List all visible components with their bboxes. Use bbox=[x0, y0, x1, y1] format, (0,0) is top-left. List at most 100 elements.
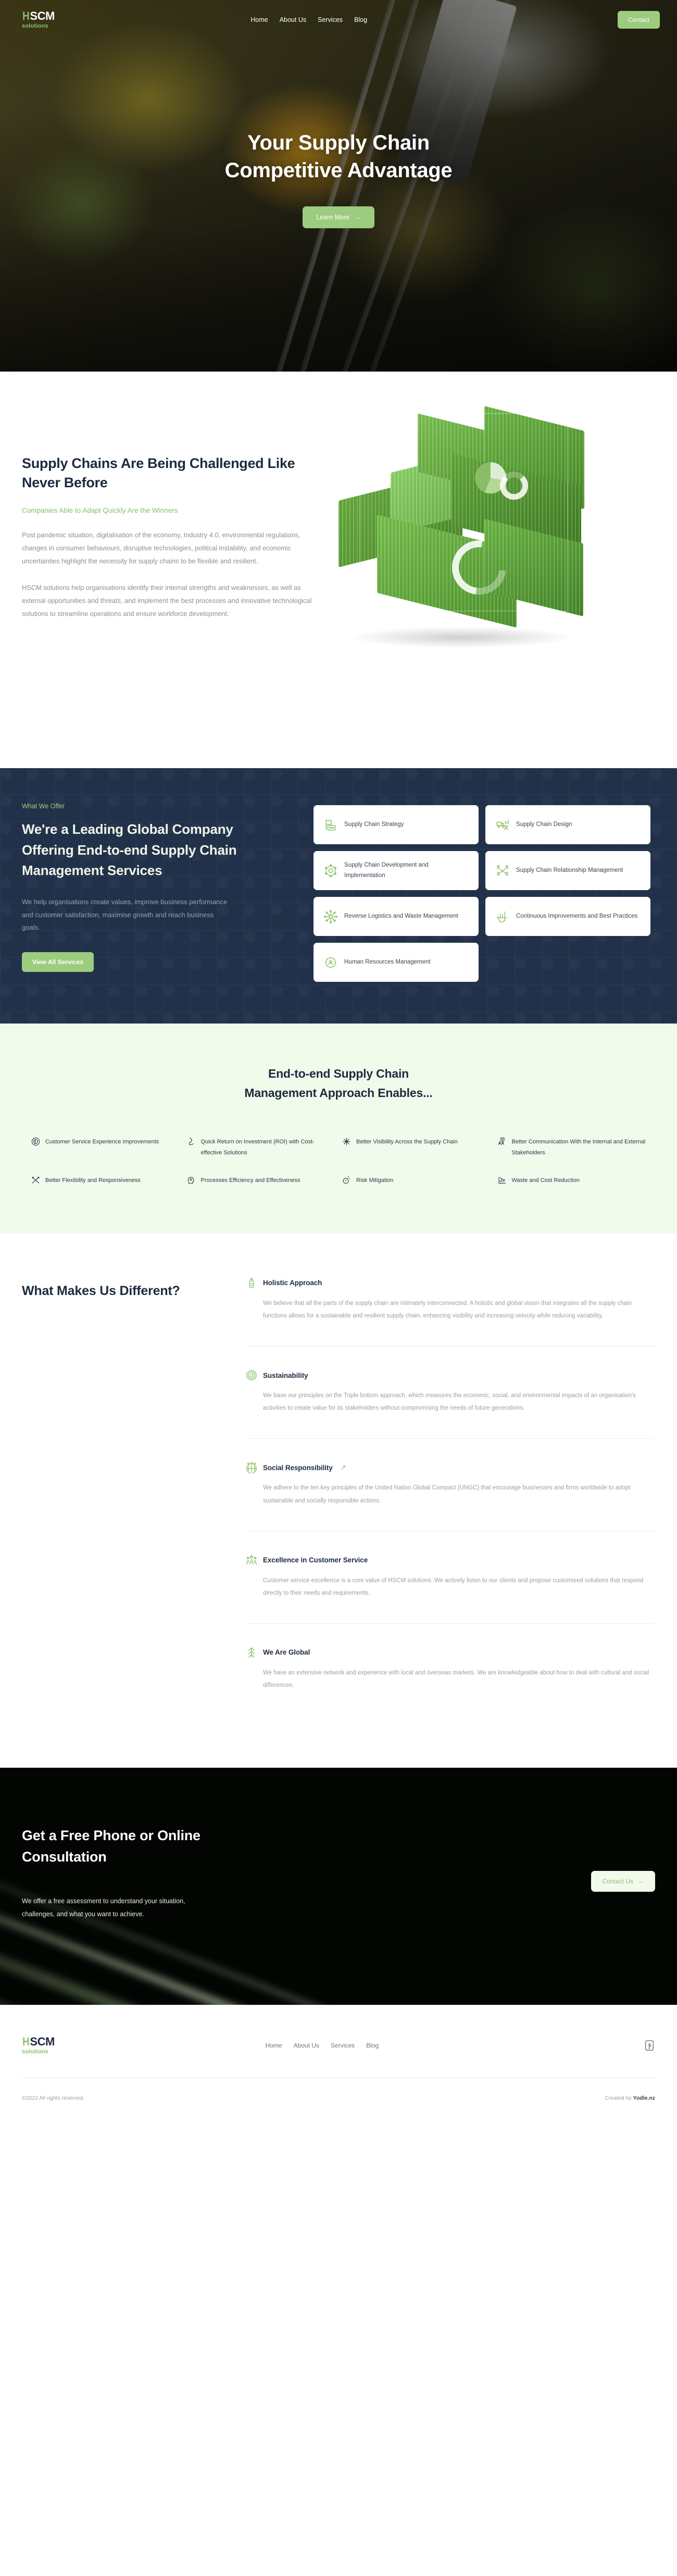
arrow-right-icon: → bbox=[354, 213, 361, 221]
truck-chart-icon bbox=[496, 818, 509, 832]
people-board-icon bbox=[498, 1137, 507, 1146]
enable-item-quick-roi: Quick Return on Investment (ROI) with Co… bbox=[187, 1137, 335, 1159]
service-card-reverse-logistics[interactable]: Reverse Logistics and Waste Management bbox=[314, 897, 479, 936]
crossed-arrows-icon bbox=[31, 1176, 40, 1185]
different-section: What Makes Us Different? Holistic Approa… bbox=[0, 1234, 677, 1768]
enable-item-processes-efficiency: Processes Efficiency and Effectiveness bbox=[187, 1175, 335, 1186]
logo-subtitle: solutions bbox=[22, 23, 48, 29]
footer-nav-item-services[interactable]: Services bbox=[331, 2042, 355, 2050]
service-card-supply-chain-design[interactable]: Supply Chain Design bbox=[485, 805, 650, 844]
enables-heading-line-2: Management Approach Enables... bbox=[244, 1086, 433, 1100]
arrow-right-icon: → bbox=[637, 1878, 644, 1885]
hexagon-cube-icon bbox=[324, 864, 337, 878]
footer-nav-item-blog[interactable]: Blog bbox=[366, 2042, 379, 2050]
different-item-title: Social Responsibility bbox=[263, 1463, 333, 1472]
hero-title-line-2: Competitive Advantage bbox=[224, 158, 453, 182]
offer-heading: We're a Leading Global Company Offering … bbox=[22, 821, 237, 879]
snowflake-node-icon bbox=[342, 1137, 351, 1146]
services-card-grid: Supply Chain Strategy Supply Chain Desig… bbox=[314, 803, 655, 982]
challenge-paragraph-1: Post pandemic situation, digitalisation … bbox=[22, 531, 300, 565]
service-card-label: Reverse Logistics and Waste Management bbox=[344, 913, 458, 919]
challenge-image-column bbox=[319, 406, 655, 768]
challenge-paragraph-2: HSCM solutions help organisations identi… bbox=[22, 584, 312, 618]
contact-us-button[interactable]: Contact Us → bbox=[591, 1871, 655, 1892]
footer-credit-name[interactable]: Yodle.nz bbox=[633, 2095, 655, 2102]
footer-logo-h-mark: H bbox=[22, 2035, 30, 2049]
nav-item-about-us[interactable]: About Us bbox=[279, 16, 307, 23]
enable-item-label: Better Flexibility and Responsiveness bbox=[45, 1177, 141, 1184]
footer-nav-item-about-us[interactable]: About Us bbox=[293, 2042, 320, 2050]
enables-heading-line-1: End-to-end Supply Chain bbox=[268, 1067, 409, 1080]
different-item-excellence-customer-service: Excellence in Customer Service Customer … bbox=[246, 1531, 655, 1623]
cta-paragraph-line-2: challenges, and what you want to achieve… bbox=[22, 1911, 144, 1918]
footer-logo-wordmark: SCM bbox=[30, 2035, 55, 2049]
enables-heading: End-to-end Supply Chain Management Appro… bbox=[22, 1064, 655, 1103]
challenge-text-column: Supply Chains Are Being Challenged Like … bbox=[22, 437, 319, 768]
cta-section: Get a Free Phone or Online Consultation … bbox=[0, 1768, 677, 2005]
enable-item-risk-mitigation: Risk Mitigation bbox=[342, 1175, 491, 1186]
footer-credit: Created by Yodle.nz bbox=[605, 2095, 655, 2101]
different-item-body: Customer service excellence is a core va… bbox=[263, 1577, 644, 1596]
challenge-subheading: Companies Able to Adapt Quickly Are the … bbox=[22, 507, 178, 515]
enable-item-label: Better Visibility Across the Supply Chai… bbox=[356, 1138, 458, 1145]
offer-text-column: What We Offer We're a Leading Global Com… bbox=[22, 803, 314, 982]
service-card-label: Continuous Improvements and Best Practic… bbox=[516, 913, 638, 919]
nav-item-home[interactable]: Home bbox=[250, 16, 268, 23]
enable-item-label: Processes Efficiency and Effectiveness bbox=[200, 1177, 300, 1184]
stars-people-icon bbox=[246, 1554, 257, 1566]
offer-section: What We Offer We're a Leading Global Com… bbox=[0, 768, 677, 1024]
different-heading: What Makes Us Different? bbox=[22, 1283, 180, 1298]
hero-title: Your Supply Chain Competitive Advantage bbox=[0, 129, 677, 184]
offer-eyebrow: What We Offer bbox=[22, 803, 65, 810]
service-card-supply-chain-relationship[interactable]: Supply Chain Relationship Management bbox=[485, 851, 650, 890]
footer-credit-prefix: Created by bbox=[605, 2095, 633, 2102]
containers-shadow bbox=[352, 627, 571, 648]
service-card-supply-chain-strategy[interactable]: Supply Chain Strategy bbox=[314, 805, 479, 844]
gear-person-icon bbox=[324, 956, 337, 969]
service-card-label: Human Resources Management bbox=[344, 958, 431, 965]
enable-item-better-visibility: Better Visibility Across the Supply Chai… bbox=[342, 1137, 491, 1159]
cta-heading-line-2: Consultation bbox=[22, 1849, 107, 1865]
footer-nav-item-home[interactable]: Home bbox=[265, 2042, 282, 2050]
arrow-up-right-icon[interactable]: ↗ bbox=[340, 1463, 346, 1472]
challenge-section: Supply Chains Are Being Challenged Like … bbox=[0, 372, 677, 768]
cta-paragraph: We offer a free assessment to understand… bbox=[22, 1895, 345, 1921]
footer-nav-links: Home About Us Services Blog bbox=[266, 2042, 379, 2049]
nav-item-blog[interactable]: Blog bbox=[354, 16, 368, 23]
facebook-icon[interactable] bbox=[644, 2040, 655, 2051]
hand-coin-icon bbox=[187, 1137, 196, 1146]
hero-overlay bbox=[0, 0, 677, 372]
enable-item-label: Risk Mitigation bbox=[356, 1177, 394, 1184]
enable-item-waste-cost-reduction: Waste and Cost Reduction bbox=[498, 1175, 646, 1186]
cta-paragraph-line-1: We offer a free assessment to understand… bbox=[22, 1897, 185, 1905]
different-item-title: We Are Global bbox=[263, 1648, 310, 1657]
head-gear-icon bbox=[187, 1176, 196, 1185]
different-item-title: Holistic Approach bbox=[263, 1279, 322, 1287]
learn-more-button[interactable]: Learn More → bbox=[303, 206, 374, 228]
different-item-social-responsibility: Social Responsibility ↗ We adhere to the… bbox=[246, 1438, 655, 1531]
service-card-human-resources[interactable]: Human Resources Management bbox=[314, 943, 479, 982]
cta-text-column: Get a Free Phone or Online Consultation … bbox=[22, 1825, 345, 1921]
nav-item-services[interactable]: Services bbox=[318, 16, 343, 23]
service-card-label: Supply Chain Strategy bbox=[344, 821, 404, 828]
enable-item-customer-service: Customer Service Experience Improvements bbox=[31, 1137, 180, 1159]
contact-button[interactable]: Contact bbox=[617, 11, 660, 29]
strategy-flag-icon bbox=[324, 818, 337, 832]
service-card-continuous-improvements[interactable]: Continuous Improvements and Best Practic… bbox=[485, 897, 650, 936]
learn-more-label: Learn More bbox=[316, 213, 350, 221]
nav-links: Home About Us Services Blog bbox=[250, 16, 367, 23]
different-item-holistic-approach: Holistic Approach We believe that all th… bbox=[246, 1277, 655, 1346]
enable-item-label: Quick Return on Investment (ROI) with Co… bbox=[200, 1138, 315, 1156]
logo-wordmark: SCM bbox=[30, 9, 55, 22]
cta-heading: Get a Free Phone or Online Consultation bbox=[22, 1825, 345, 1868]
enable-item-better-communication: Better Communication With the Internal a… bbox=[498, 1137, 646, 1159]
view-all-services-button[interactable]: View All Services bbox=[22, 952, 94, 972]
donut-chart-overlay-icon bbox=[500, 472, 528, 500]
enables-grid: Customer Service Experience Improvements… bbox=[22, 1137, 655, 1187]
service-card-supply-chain-development[interactable]: Supply Chain Development and Implementat… bbox=[314, 851, 479, 890]
global-arrows-icon bbox=[246, 1647, 257, 1658]
different-items-column: Holistic Approach We believe that all th… bbox=[246, 1277, 655, 1716]
